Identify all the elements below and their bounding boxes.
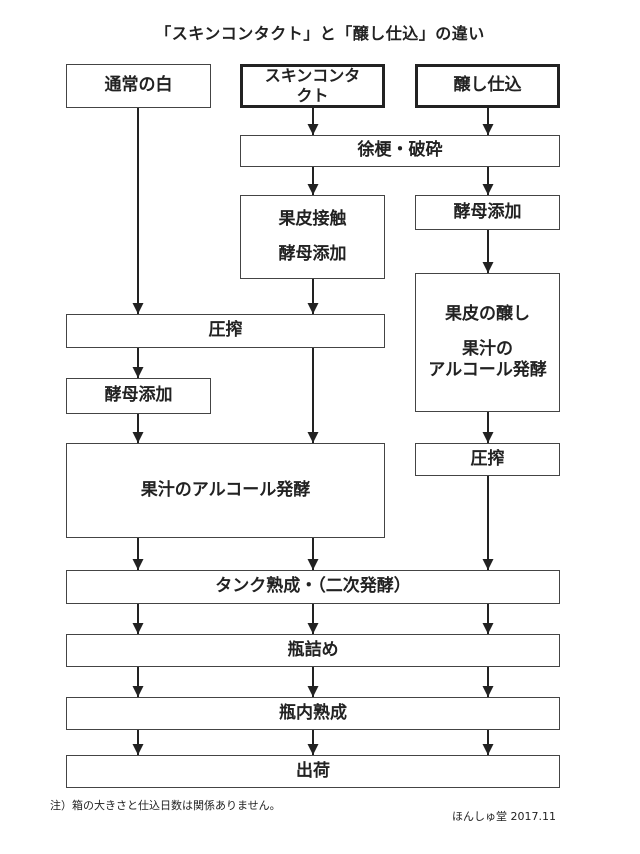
step-bottling: 瓶詰め — [66, 634, 560, 667]
credit: ほんしゅ堂 2017.11 — [452, 810, 556, 823]
step-skin-contact-line1: 果皮接触 — [278, 208, 347, 229]
column-skin-contact: スキンコンタクト — [240, 64, 385, 108]
step-shipping: 出荷 — [66, 755, 560, 788]
step-maceration-line2: 果汁の — [462, 338, 513, 359]
column-normal-white: 通常の白 — [66, 64, 211, 108]
step-press-right: 圧搾 — [415, 443, 560, 476]
column-kamoshi: 醸し仕込 — [415, 64, 560, 108]
step-bottle-aging: 瓶内熟成 — [66, 697, 560, 730]
step-fermentation: 果汁のアルコール発酵 — [66, 443, 385, 538]
step-tank-aging: タンク熟成・（二次発酵） — [66, 570, 560, 604]
step-yeast-left: 酵母添加 — [66, 378, 211, 414]
step-skin-contact: 果皮接触 酵母添加 — [240, 195, 385, 279]
footnote: 注）箱の大きさと仕込日数は関係ありません。 — [50, 799, 281, 812]
step-press-left: 圧搾 — [66, 314, 385, 348]
step-yeast-right: 酵母添加 — [415, 195, 560, 230]
step-maceration-line1: 果皮の醸し — [445, 303, 530, 324]
diagram-title: 「スキンコンタクト」と「醸し仕込」の違い — [155, 24, 485, 43]
step-maceration-line3: アルコール発酵 — [428, 360, 547, 381]
step-maceration: 果皮の醸し 果汁の アルコール発酵 — [415, 273, 560, 412]
step-skin-contact-line2: 酵母添加 — [278, 244, 347, 264]
step-crush: 徐梗・破砕 — [240, 135, 560, 167]
